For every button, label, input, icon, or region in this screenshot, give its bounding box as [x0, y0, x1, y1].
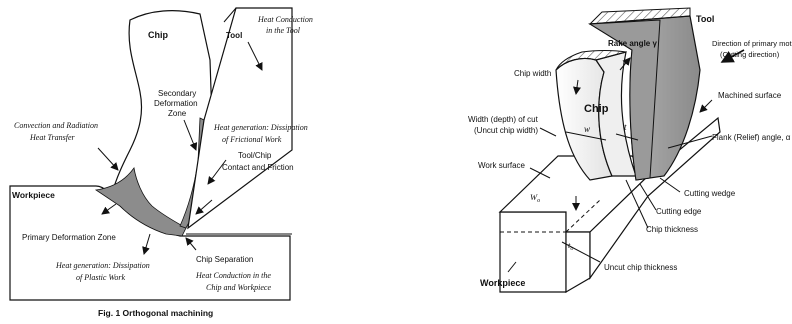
orthogonal-machining-diagram: Chip Tool Heat Conduction in the Tool Se… — [9, 7, 313, 318]
work-surface-leader — [529, 167, 551, 179]
convection-arrow — [97, 147, 119, 171]
chip-width-arrow — [573, 79, 581, 95]
tool-rake-face — [588, 19, 661, 181]
tool-edge-line — [223, 7, 237, 23]
width-cut-label-2: (Uncut chip width) — [474, 126, 538, 135]
figure-caption: Fig. 1 Orthogonal machining — [98, 308, 213, 318]
chip-width-label: Chip width — [514, 69, 551, 78]
convection-label-1: Convection and Radiation — [14, 121, 98, 130]
cutting-wedge-leader — [659, 177, 681, 193]
workpiece-leader — [507, 261, 517, 273]
tool-top-hatch — [588, 7, 691, 25]
secondary-zone-label-1: Secondary — [158, 89, 196, 98]
heat-friction-arrow — [207, 159, 227, 185]
heat-conduction-tool-label-2: in the Tool — [266, 26, 301, 35]
rake-angle-arrow — [619, 57, 631, 71]
workpiece-label: Workpiece — [12, 190, 55, 200]
t-dimension — [615, 133, 639, 141]
heat-plastic-label-2: of Plastic Work — [76, 273, 125, 282]
cutting-edge-leader — [639, 183, 657, 211]
machined-surface-arrow — [699, 99, 713, 113]
direction-label-2: (Cutting direction) — [720, 50, 780, 59]
width-cut-leader — [539, 127, 557, 137]
heat-conduction-chip-label-2: Chip and Workpiece — [206, 283, 271, 292]
heat-plastic-arrow — [142, 233, 151, 255]
chip-separation-arrow — [185, 237, 197, 251]
convection-label-2: Heat Transfer — [29, 133, 76, 142]
uncut-depth-dashed-line-2 — [565, 199, 601, 233]
primary-zone-label: Primary Deformation Zone — [22, 233, 116, 242]
wo-label: Wo — [530, 192, 540, 204]
chip-thickness-label: Chip thickness — [646, 225, 698, 234]
work-surface-label: Work surface — [478, 161, 526, 170]
workpiece-label-right: Workpiece — [480, 278, 525, 288]
tool-chip-arrow — [195, 199, 213, 215]
secondary-zone-label-3: Zone — [168, 109, 187, 118]
chip-separation-label: Chip Separation — [196, 255, 253, 264]
chip-label-right: Chip — [584, 103, 609, 115]
tool-chip-label-2: Contact and Friction — [222, 163, 294, 172]
chip-top-hatch — [555, 50, 627, 71]
chip-thickness-leader — [625, 179, 649, 229]
secondary-zone-label-2: Deformation — [154, 99, 198, 108]
flank-angle-label: Flank (Relief) angle, α — [712, 133, 791, 142]
direction-label-1: Direction of primary motion — [712, 39, 792, 48]
tool-chip-label-1: Tool/Chip — [238, 151, 272, 160]
tool-shape — [187, 7, 293, 230]
tool-label: Tool — [226, 31, 242, 40]
heat-conduction-chip-label-1: Heat Conduction in the — [195, 271, 271, 280]
chip-label: Chip — [148, 30, 168, 40]
direction-arrow — [720, 49, 745, 63]
width-cut-label-1: Width (depth) of cut — [468, 115, 539, 124]
to-label: to — [568, 240, 573, 252]
primary-zone-arrow — [101, 203, 117, 215]
flank-angle-leader — [667, 135, 713, 149]
heat-friction-label-2: of Frictional Work — [222, 135, 282, 144]
cutting-geometry-diagram: Tool Rake angle γ Direction of primary m… — [468, 7, 792, 294]
uncut-chip-thickness-label: Uncut chip thickness — [604, 263, 677, 272]
machined-surface-label: Machined surface — [718, 91, 782, 100]
w-dimension — [565, 131, 607, 141]
cutting-wedge-label: Cutting wedge — [684, 189, 736, 198]
heat-conduction-tool-arrow — [247, 41, 263, 71]
rake-angle-label: Rake angle γ — [608, 39, 657, 48]
heat-plastic-label-1: Heat generation: Dissipation — [55, 261, 150, 270]
heat-conduction-tool-label-1: Heat Conduction — [257, 15, 313, 24]
secondary-zone-arrow — [183, 119, 198, 151]
primary-deformation-zone — [94, 166, 187, 237]
heat-friction-label-1: Heat generation: Dissipation — [213, 123, 308, 132]
tool-label-right: Tool — [696, 14, 714, 24]
w-label: w — [584, 124, 590, 134]
uncut-chip-thickness-leader — [561, 241, 601, 263]
cutting-edge-label: Cutting edge — [656, 207, 702, 216]
t-label: t — [624, 122, 627, 132]
